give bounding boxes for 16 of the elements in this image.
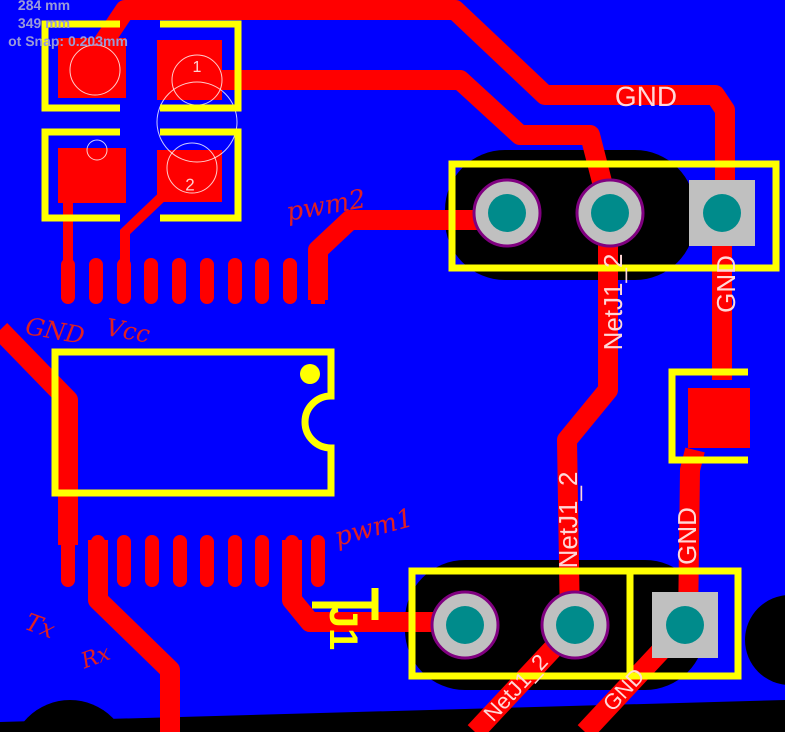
handwritten-note: GND bbox=[24, 314, 86, 348]
net-label: GND bbox=[674, 507, 700, 565]
net-label: GND bbox=[713, 255, 739, 313]
handwritten-note: Tx bbox=[22, 610, 58, 642]
net-label: GND bbox=[614, 83, 678, 111]
handwritten-note: Rx bbox=[78, 642, 114, 674]
net-label: NetJ1_2 bbox=[600, 254, 626, 350]
pin-number: 2 bbox=[185, 176, 195, 194]
dimension-readout: 349 mm bbox=[18, 16, 70, 30]
handwritten-note: pwm1 bbox=[332, 505, 416, 551]
net-label: NetJ1_2 bbox=[555, 472, 581, 568]
handwritten-note: Vcc bbox=[104, 315, 152, 347]
handwritten-note: pwm2 bbox=[284, 186, 368, 226]
silkscreen-label: J1 bbox=[323, 606, 363, 650]
dimension-readout: 284 mm bbox=[18, 0, 70, 12]
pin-number: 1 bbox=[192, 60, 202, 76]
